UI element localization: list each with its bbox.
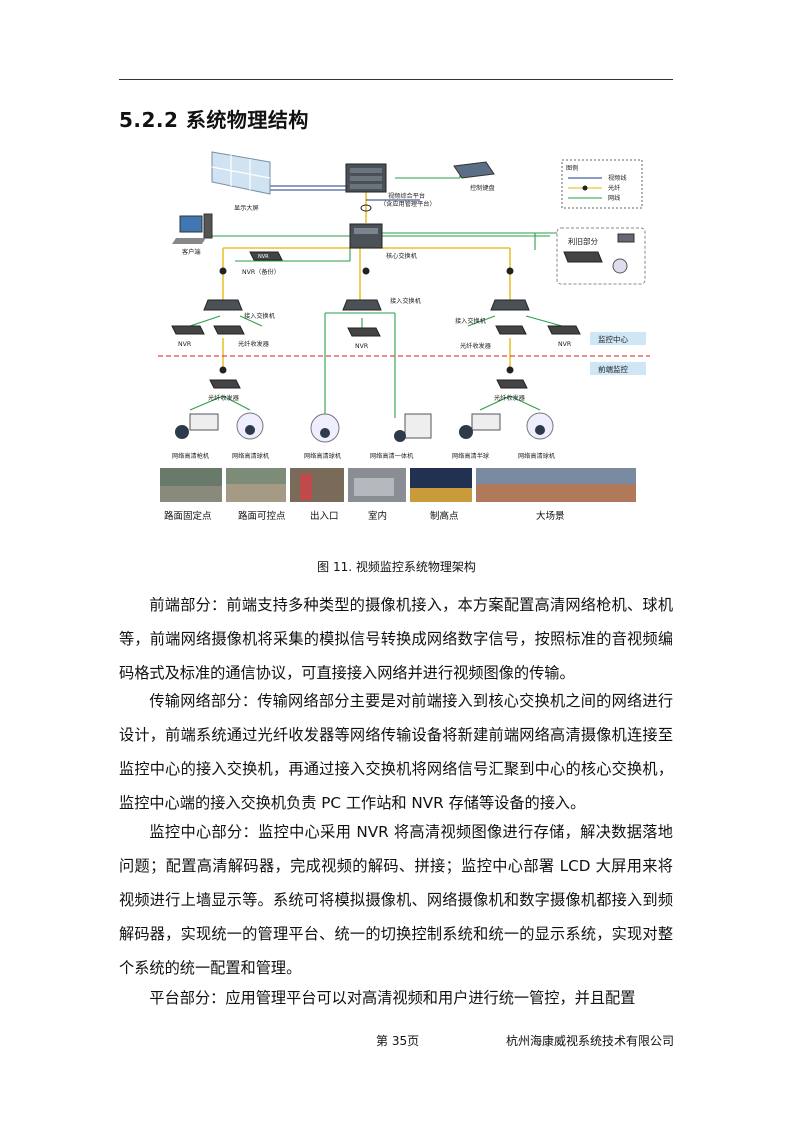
platform-label-line2: （含应用管理平台）	[380, 200, 436, 208]
legend-network: 网线	[608, 194, 620, 202]
cam-label-4: 网络高清一体机	[370, 452, 414, 460]
transceiver-right-label: 光纤收发器	[460, 342, 492, 350]
access-switch-right-label: 接入交换机	[455, 317, 487, 325]
scene-label-2: 路面可控点	[238, 510, 286, 522]
scene-label-3: 出入口	[310, 510, 339, 522]
camera-dome-1	[236, 412, 264, 440]
access-switch-left: 接入交换机	[203, 299, 276, 320]
nvr-right-label: NVR	[558, 341, 572, 348]
nvr-backup: NVR NVR（备份）	[242, 251, 283, 276]
scene-label-5: 制高点	[430, 510, 459, 522]
header-rule	[119, 79, 673, 80]
scene-label-4: 室内	[368, 510, 387, 522]
cam-label-3: 网络高清球机	[304, 452, 342, 460]
fiber-connector-right	[506, 366, 514, 374]
camera-integrated	[394, 413, 432, 442]
transceiver-left-label: 光纤收发器	[238, 340, 270, 348]
fiber-transceiver-front-left: 光纤收发器	[208, 379, 241, 402]
front-transceiver-left-label: 光纤收发器	[208, 394, 240, 402]
video-lines	[270, 185, 420, 201]
nvr-right: NVR	[547, 325, 581, 348]
nvr-backup-label: NVR（备份）	[242, 268, 280, 276]
paragraph-transport: 传输网络部分：传输网络部分主要是对前端接入到核心交换机之间的网络进行设计，前端系…	[119, 692, 673, 812]
core-switch: 核心交换机	[349, 223, 418, 260]
client-pc: 客户端	[172, 213, 213, 256]
section-title: 5.2.2 系统物理结构	[119, 108, 309, 132]
paragraph-platform: 平台部分：应用管理平台可以对高清视频和用户进行统一管控，并且配置	[149, 989, 636, 1007]
access-switch-center-label: 接入交换机	[390, 297, 422, 305]
cam-label-2: 网络高清球机	[232, 452, 270, 460]
fiber-connector-top-left	[219, 267, 227, 275]
reuse-part-group: 利旧部分	[556, 227, 646, 285]
company-name: 杭州海康威视系统技术有限公司	[506, 1034, 675, 1048]
client-label: 客户端	[182, 248, 201, 256]
cam-label-1: 网络高清枪机	[172, 452, 210, 460]
frontend-monitor-badge	[590, 362, 646, 375]
core-switch-label: 核心交换机	[386, 252, 418, 260]
fiber-transceiver-front-right: 光纤收发器	[494, 379, 528, 402]
paragraph-frontend: 前端部分：前端支持多种类型的摄像机接入，本方案配置高清网络枪机、球机等，前端网络…	[119, 596, 673, 682]
video-platform-server: 视频综合平台 （含应用管理平台）	[345, 163, 436, 212]
display-wall: 显示大屏	[211, 151, 271, 212]
physical-architecture-diagram: 显示大屏 视频综合平台 （含应用管理平台） 控制键盘 图例 视频线 光纤 网线 …	[150, 148, 650, 526]
nvr-center-label: NVR	[355, 343, 369, 350]
legend: 图例 视频线 光纤 网线	[561, 159, 643, 209]
monitor-center-badge	[590, 332, 646, 345]
camera-dome-2	[310, 413, 340, 443]
legend-title: 图例	[566, 164, 578, 172]
legend-video: 视频线	[608, 174, 627, 182]
platform-label-line1: 视频综合平台	[388, 192, 425, 200]
access-switch-right: 接入交换机	[455, 299, 530, 325]
front-transceiver-right-label: 光纤收发器	[494, 394, 526, 402]
access-switch-center: 接入交换机	[342, 297, 422, 311]
nvr-left: NVR	[171, 325, 205, 348]
figure-caption: 图 11. 视频监控系统物理架构	[317, 560, 476, 574]
camera-box-2	[459, 413, 501, 439]
display-wall-label: 显示大屏	[234, 204, 259, 212]
scene-label-1: 路面固定点	[164, 510, 212, 522]
nvr-center: NVR	[347, 327, 381, 350]
access-switch-left-label: 接入交换机	[244, 312, 276, 320]
monitor-center-label: 监控中心	[598, 334, 628, 344]
camera-box-1	[175, 413, 219, 439]
frontend-monitor-label: 前端监控	[598, 364, 628, 374]
keyboard-label: 控制键盘	[470, 184, 495, 192]
cam-label-5: 网络高清半球	[452, 452, 490, 460]
fiber-transceiver-center-left: 光纤收发器	[213, 325, 270, 348]
control-keyboard: 控制键盘	[453, 161, 495, 192]
cam-label-6: 网络高清球机	[518, 452, 556, 460]
paragraph-monitor-center: 监控中心部分：监控中心采用 NVR 将高清视频图像进行存储，解决数据落地问题；配…	[119, 823, 673, 977]
reuse-part-label: 利旧部分	[568, 236, 598, 246]
fiber-connector-left	[219, 366, 227, 374]
svg-text:NVR: NVR	[258, 254, 269, 260]
page-number: 第 35页	[376, 1034, 420, 1048]
nvr-left-label: NVR	[178, 341, 192, 348]
fiber-connector-top-center	[362, 267, 370, 275]
scene-label-6: 大场景	[536, 510, 565, 522]
legend-fiber: 光纤	[608, 184, 620, 192]
fiber-connector-top-right	[506, 267, 514, 275]
fiber-transceiver-center-right: 光纤收发器	[460, 325, 527, 350]
scene-photos	[160, 468, 636, 502]
camera-dome-3	[526, 412, 554, 440]
